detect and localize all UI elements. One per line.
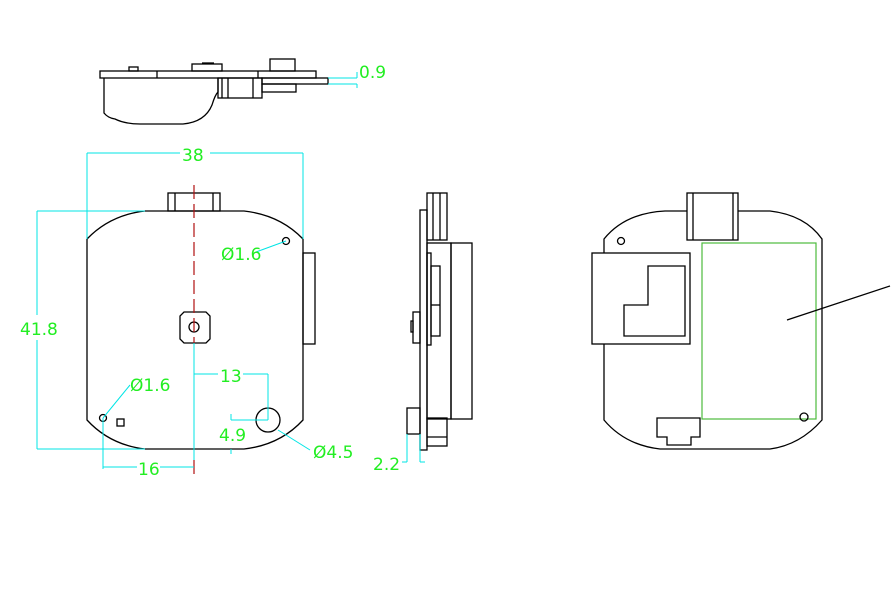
offset-y-dimension: 4.9	[219, 426, 246, 446]
height-dimension: 41.8	[20, 320, 58, 340]
side-offset-dimension: 2.2	[373, 455, 400, 475]
back-view	[591, 192, 891, 450]
hole-offset-dimension: 16	[138, 460, 160, 480]
side-view: 2.2	[373, 192, 473, 475]
thickness-dimension: 0.9	[359, 63, 386, 83]
big-hole-dimension: Ø4.5	[313, 443, 353, 463]
leader-line	[786, 285, 891, 321]
top-hole-dimension: Ø1.6	[221, 245, 261, 265]
width-dimension: 38	[182, 146, 204, 166]
top-view: 0.9	[99, 58, 386, 125]
bottom-hole-dimension: Ø1.6	[130, 376, 170, 396]
front-view: 38 41.8 Ø1.6 Ø1.6 13 4.9 Ø4.5 16	[20, 146, 353, 480]
antenna-area	[701, 242, 817, 420]
offset-x-dimension: 13	[220, 367, 242, 387]
